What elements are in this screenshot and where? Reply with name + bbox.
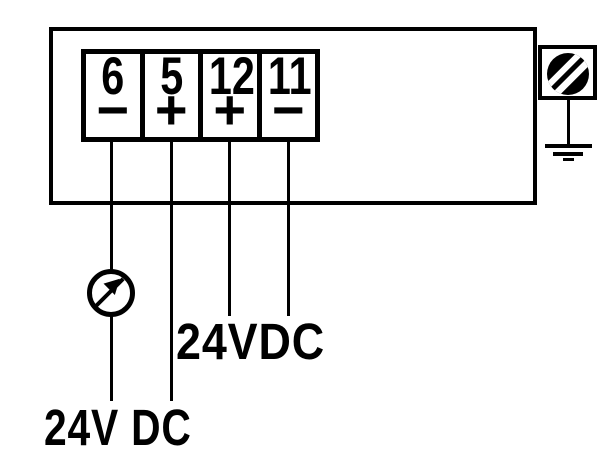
terminal-cell-6: 6 − [86,50,145,141]
wire-terminal-5 [170,140,173,401]
pressure-gauge-icon [87,269,135,317]
terminal-block: 6 − 5 + 12 + 11 − [81,49,320,142]
terminal-polarity: + [213,78,247,141]
label-24vdc-bottom: 24V DC [44,399,192,456]
terminal-number: 5 [159,47,183,106]
wire-terminal-12 [228,140,231,316]
terminal-number: 12 [208,47,255,106]
terminal-cell-5: 5 + [145,50,203,141]
terminal-cell-11: 11 − [262,50,316,141]
label-24vdc-mid: 24VDC [176,313,326,370]
ground-wire [567,96,570,145]
terminal-polarity: − [271,78,305,141]
screw-terminal-box [538,45,597,100]
wire-terminal-11 [287,140,290,316]
terminal-cell-12: 12 + [203,50,262,141]
terminal-number: 6 [101,47,125,106]
terminal-polarity: − [96,78,130,141]
terminal-number: 11 [267,47,312,106]
terminal-polarity: + [154,78,188,141]
screw-head-icon [547,53,589,95]
